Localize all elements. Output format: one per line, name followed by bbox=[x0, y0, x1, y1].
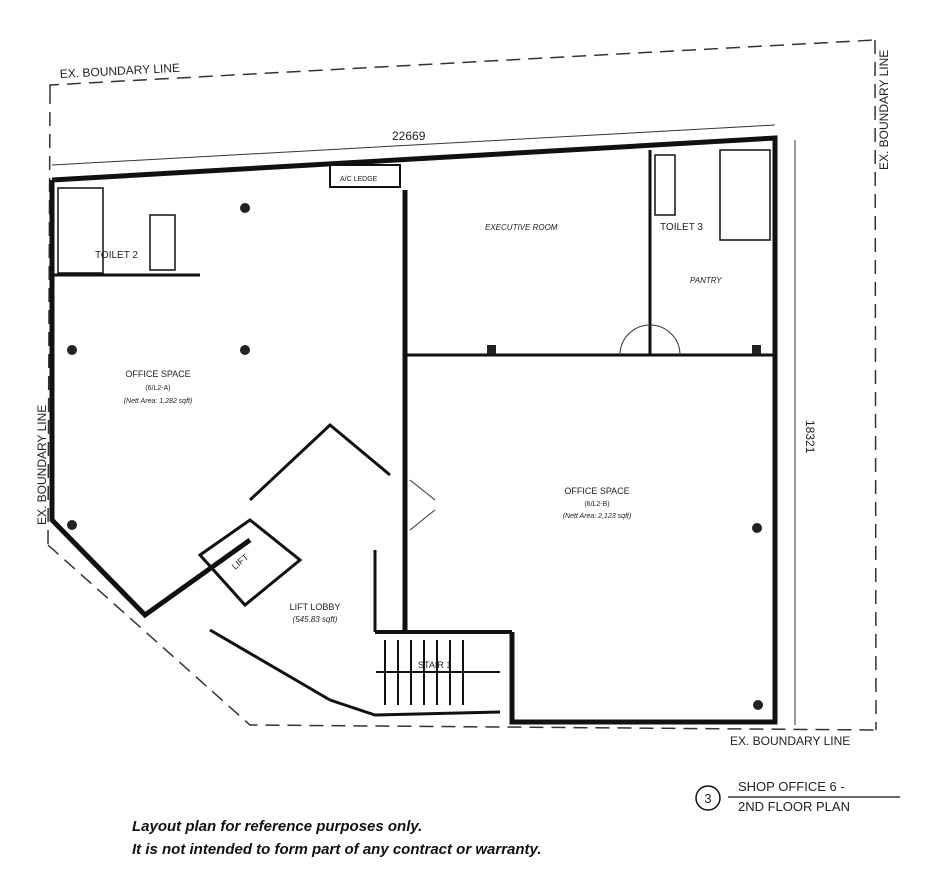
stair-treads bbox=[376, 640, 500, 705]
boundary-top-label: EX. BOUNDARY LINE bbox=[59, 61, 180, 81]
boundary-right-label: EX. BOUNDARY LINE bbox=[877, 50, 891, 170]
office-a-code: (6/L2-A) bbox=[145, 385, 170, 392]
title-line1: SHOP OFFICE 6 - bbox=[738, 779, 845, 794]
office-b-name: OFFICE SPACE bbox=[564, 486, 629, 496]
walls bbox=[49, 135, 778, 725]
office-a-name: OFFICE SPACE bbox=[125, 369, 190, 379]
plan-number-circle bbox=[695, 785, 721, 811]
doors bbox=[409, 324, 681, 531]
office-a-area: (Nett Area: 1,282 sqft) bbox=[124, 398, 193, 405]
lift-lobby-name: LIFT LOBBY bbox=[290, 602, 341, 612]
boundary-bottom-label: EX. BOUNDARY LINE bbox=[730, 734, 850, 748]
disclaimer-line2: It is not intended to form part of any c… bbox=[132, 841, 542, 858]
pantry-label: PANTRY bbox=[690, 276, 722, 285]
title-line2: 2ND FLOOR PLAN bbox=[738, 799, 850, 814]
toilet3-label: TOILET 3 bbox=[660, 222, 703, 233]
office-b-code: (6/L2-B) bbox=[584, 501, 609, 508]
boundary-lines bbox=[47, 39, 877, 731]
plan-number: 3 bbox=[704, 791, 711, 806]
width-dimension: 22669 bbox=[392, 129, 426, 143]
ac-ledge-label: A/C LEDGE bbox=[340, 176, 378, 183]
disclaimer-line1: Layout plan for reference purposes only. bbox=[132, 818, 423, 835]
toilet2-label: TOILET 2 bbox=[95, 250, 138, 261]
columns bbox=[67, 203, 763, 710]
ac-ledge bbox=[329, 164, 401, 188]
boundary-left-label: EX. BOUNDARY LINE bbox=[35, 405, 49, 525]
depth-dimension: 18321 bbox=[803, 420, 817, 454]
dimension-lines bbox=[51, 124, 796, 725]
toilet-fixtures bbox=[57, 149, 771, 274]
lift-lobby-area: (545.83 sqft) bbox=[293, 615, 338, 624]
office-b-area: (Nett Area: 2,123 sqft) bbox=[563, 513, 632, 520]
executive-room-label: EXECUTIVE ROOM bbox=[485, 223, 558, 232]
stair-label: STAIR 1 bbox=[418, 660, 451, 670]
